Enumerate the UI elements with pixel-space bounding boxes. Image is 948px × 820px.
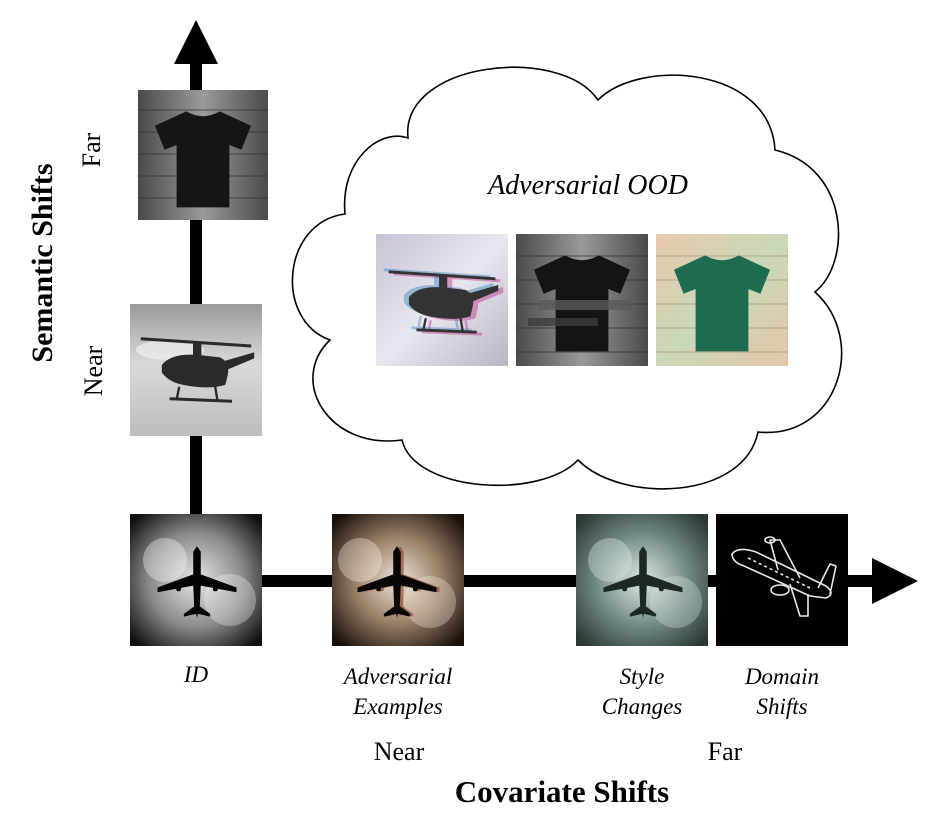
image-id-plane (130, 514, 262, 646)
y-label-far: Far (77, 132, 106, 167)
image-adversarial-plane (332, 514, 464, 646)
image-ood-tshirt-glitched (516, 234, 648, 366)
image-style-plane (576, 514, 708, 646)
y-axis-title: Semantic Shifts (26, 163, 59, 362)
y-axis-arrowhead (174, 20, 218, 64)
caption-style-line1: Style (620, 664, 665, 689)
caption-domain-line2: Shifts (756, 694, 807, 719)
image-domain-plane (716, 514, 848, 646)
caption-style-line2: Changes (602, 694, 683, 719)
x-axis-arrowhead (872, 558, 918, 604)
y-label-near: Near (79, 345, 108, 396)
image-far-semantic-tshirt (138, 90, 268, 220)
cloud-title: Adversarial OOD (486, 170, 688, 201)
x-label-near: Near (374, 737, 425, 766)
caption-domain-line1: Domain (744, 664, 819, 689)
x-label-far: Far (708, 737, 743, 766)
caption-adversarial-line2: Examples (352, 694, 442, 719)
caption-adversarial-line1: Adversarial (342, 664, 453, 689)
image-ood-tshirt-green (656, 234, 788, 366)
image-near-semantic-helicopter (130, 304, 262, 436)
image-ood-helicopter-perturbed (376, 234, 508, 366)
x-axis-title: Covariate Shifts (455, 774, 669, 809)
caption-id: ID (183, 662, 209, 687)
